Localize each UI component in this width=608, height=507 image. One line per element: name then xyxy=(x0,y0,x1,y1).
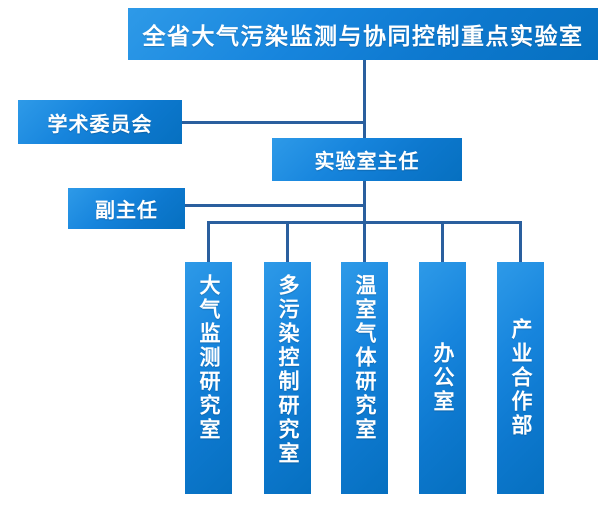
node-root-laboratory[interactable]: 全省大气污染监测与协同控制重点实验室 xyxy=(128,8,598,60)
node-department-3[interactable]: 温室气体研究室 xyxy=(341,262,388,494)
node-department-4-label: 办公室 xyxy=(431,342,455,414)
connector-director-to-branchbar xyxy=(363,181,366,222)
connector-drop-dept-1 xyxy=(207,221,210,262)
node-department-5[interactable]: 产业合作部 xyxy=(497,262,544,494)
connector-drop-dept-5 xyxy=(519,221,522,262)
connector-trunk-to-committee xyxy=(182,121,366,124)
node-laboratory-director[interactable]: 实验室主任 xyxy=(272,138,462,181)
node-department-3-label: 温室气体研究室 xyxy=(353,274,377,442)
node-department-2-label: 多污染控制研究室 xyxy=(276,274,300,466)
node-academic-committee[interactable]: 学术委员会 xyxy=(18,100,182,144)
node-department-1[interactable]: 大气监测研究室 xyxy=(185,262,232,494)
node-department-4[interactable]: 办公室 xyxy=(419,262,466,494)
node-department-5-label: 产业合作部 xyxy=(509,318,533,438)
node-deputy-director[interactable]: 副主任 xyxy=(68,188,185,229)
connector-drop-dept-3 xyxy=(363,221,366,262)
node-department-1-label: 大气监测研究室 xyxy=(197,274,221,442)
connector-drop-dept-4 xyxy=(441,221,444,262)
connector-root-to-director xyxy=(363,60,366,138)
node-department-2[interactable]: 多污染控制研究室 xyxy=(264,262,311,494)
connector-drop-dept-2 xyxy=(286,221,289,262)
connector-deputy-to-trunk xyxy=(185,204,365,207)
